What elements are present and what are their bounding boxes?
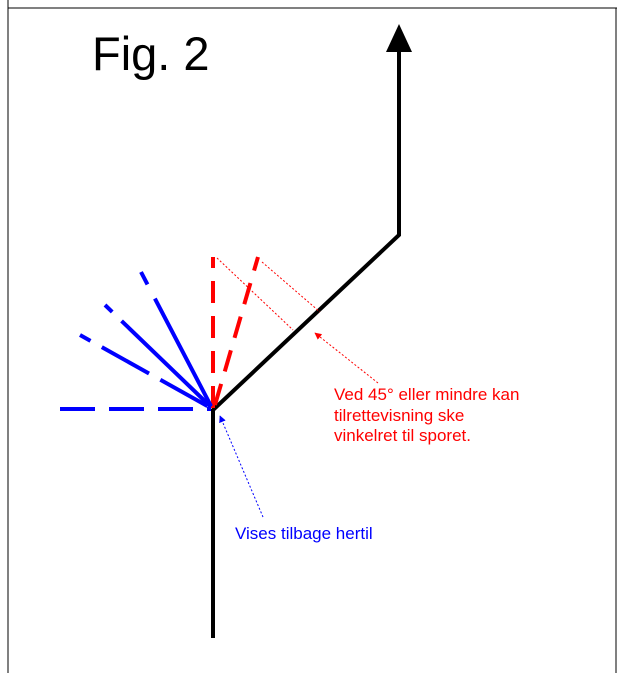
blue-annotation-arrow [219, 415, 264, 518]
red-guide-line-b [261, 261, 321, 313]
red-annotation-arrow [314, 332, 379, 384]
red-dashed-line-tilted [213, 256, 260, 406]
blue-dashed-line-low [79, 333, 212, 410]
red-annotation-line-3: vinkelret til sporet. [334, 426, 471, 445]
blue-dashed-line-high [139, 271, 213, 407]
red-annotation-line-2: tilrettevisning ske [334, 405, 465, 425]
red-guide-line-a [216, 257, 294, 331]
track-path [211, 50, 401, 638]
blue-annotation-text: Vises tilbage hertil [235, 524, 373, 543]
track-direction-arrowhead [386, 24, 412, 52]
red-annotation-line-1: Ved 45° eller mindre kan [334, 385, 520, 404]
blue-dashed-line-mid [103, 303, 213, 409]
red-annotation-text: Ved 45° eller mindre kan tilrettevisning… [334, 385, 519, 447]
figure-title: Fig. 2 [92, 27, 210, 80]
